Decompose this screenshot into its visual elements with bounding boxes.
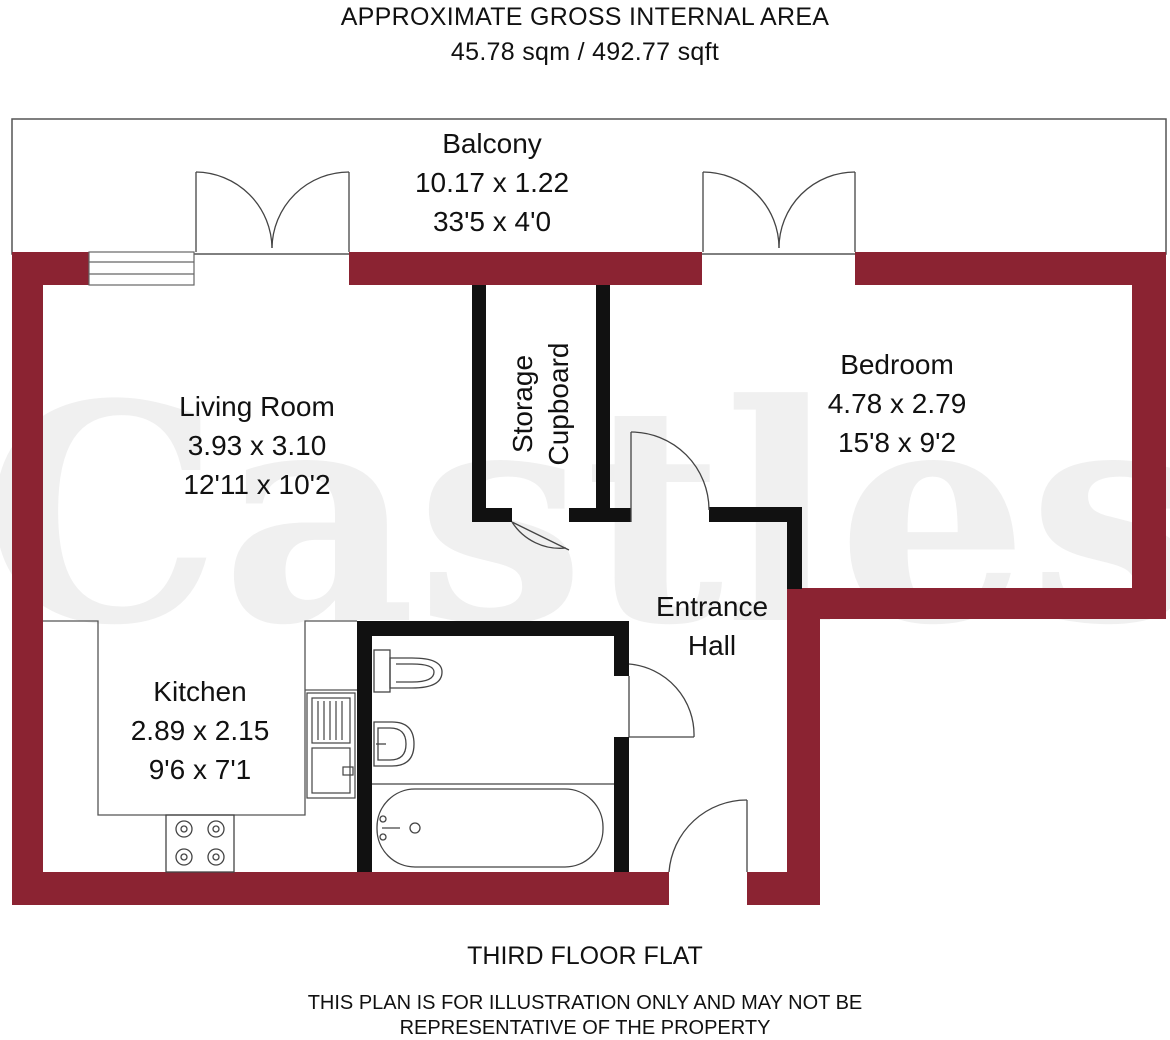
balcony-door-left	[195, 171, 350, 252]
kitchen-dim-m: 2.89 x 2.15	[130, 715, 270, 746]
toilet-icon	[373, 649, 443, 693]
hall-line1: Entrance	[655, 591, 769, 622]
basin-icon	[373, 721, 415, 767]
living-room-dim-ft: 12'11 x 10'2	[183, 469, 331, 500]
living-room-label: Living Room 3.93 x 3.10 12'11 x 10'2	[137, 387, 377, 504]
kitchen-name: Kitchen	[153, 676, 247, 707]
balcony-label: Balcony 10.17 x 1.22 33'5 x 4'0	[372, 124, 612, 241]
window	[88, 251, 195, 286]
bedroom-dim-ft: 15'8 x 9'2	[837, 427, 957, 458]
bedroom-name: Bedroom	[840, 349, 954, 380]
kitchen-label: Kitchen 2.89 x 2.15 9'6 x 7'1	[80, 672, 320, 789]
area-title: APPROXIMATE GROSS INTERNAL AREA	[340, 3, 830, 31]
entrance-door	[668, 799, 748, 873]
bedroom-label: Bedroom 4.78 x 2.79 15'8 x 9'2	[777, 345, 1017, 462]
balcony-name: Balcony	[442, 128, 542, 159]
balcony-dim-m: 10.17 x 1.22	[414, 167, 570, 198]
hall-line2: Hall	[687, 630, 737, 661]
bath-icon	[372, 783, 614, 868]
disclaimer-line-2: REPRESENTATIVE OF THE PROPERTY	[399, 1017, 771, 1039]
kitchen-dim-ft: 9'6 x 7'1	[148, 754, 252, 785]
storage-cupboard-label: Storage Cupboard	[505, 339, 577, 469]
hob-icon	[165, 814, 235, 873]
balcony-door-right	[702, 171, 856, 252]
cupboard-door	[511, 521, 570, 551]
bedroom-dim-m: 4.78 x 2.79	[827, 388, 967, 419]
sink-icon	[306, 692, 356, 799]
floor-label: THIRD FLOOR FLAT	[467, 942, 703, 970]
bathroom-door	[628, 663, 695, 738]
balcony-dim-ft: 33'5 x 4'0	[432, 206, 552, 237]
disclaimer-line-1: THIS PLAN IS FOR ILLUSTRATION ONLY AND M…	[307, 992, 863, 1014]
storage-line1: Storage	[507, 354, 538, 454]
interior-walls	[357, 285, 802, 872]
entrance-hall-label: Entrance Hall	[632, 587, 792, 665]
exterior-walls	[12, 252, 1166, 905]
area-value: 45.78 sqm / 492.77 sqft	[450, 38, 720, 66]
bedroom-door	[630, 431, 710, 522]
storage-line2: Cupboard	[543, 342, 574, 466]
living-room-name: Living Room	[179, 391, 335, 422]
living-room-dim-m: 3.93 x 3.10	[187, 430, 327, 461]
